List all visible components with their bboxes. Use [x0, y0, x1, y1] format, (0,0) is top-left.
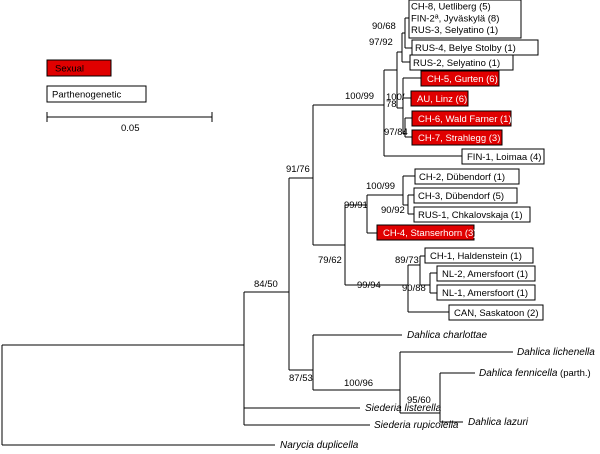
- taxon-ch6: CH-6, Wald Farner (1): [418, 114, 512, 125]
- legend-parth-label: Parthenogenetic: [52, 90, 121, 101]
- taxon-box-top-clade: [408, 0, 522, 39]
- taxon-ch1: CH-1, Haldenstein (1): [430, 251, 522, 262]
- taxon-rupicolella: Siederia rupicolella: [374, 420, 459, 431]
- scale-bar-label: 0.05: [121, 123, 140, 134]
- support-99-91: 99/91: [344, 200, 368, 211]
- taxon-box-ch1: [424, 247, 534, 264]
- support-91-76: 91/76: [286, 164, 310, 175]
- taxon-top-line-3: RUS-3, Selyatino (1): [411, 25, 498, 36]
- support-79-62: 79/62: [318, 255, 342, 266]
- taxon-box-ch4: [376, 224, 475, 241]
- taxon-box-au: [410, 90, 469, 107]
- legend-sexual-label: Sexual: [55, 64, 84, 75]
- taxon-listerella: Siederia listerella: [365, 403, 442, 414]
- support-97-92: 97/92: [369, 37, 393, 48]
- taxon-can: CAN, Saskatoon (2): [454, 308, 538, 319]
- taxon-rus1: RUS-1, Chkalovskaja (1): [418, 210, 523, 221]
- support-100-slash: 100/: [386, 92, 405, 103]
- support-99-94: 99/94: [357, 280, 381, 291]
- support-97-84: 97/84: [384, 127, 408, 138]
- tree-branches: [1, 17, 513, 446]
- support-100-96: 100/96: [344, 378, 373, 389]
- taxon-fennicella: Dahlica fennicella (parth.): [479, 368, 591, 379]
- taxon-box-ch6: [411, 110, 512, 127]
- legend-parth-swatch: [46, 85, 147, 103]
- support-78: 78: [386, 99, 397, 110]
- taxon-nl1: NL-1, Amersfoort (1): [442, 288, 528, 299]
- support-89-73: 89/73: [395, 255, 419, 266]
- support-90-68: 90/68: [372, 21, 396, 32]
- taxon-charlottae: Dahlica charlottae: [407, 330, 487, 341]
- taxon-duplicella: Narycia duplicella: [280, 440, 359, 451]
- taxon-lichenella: Dahlica lichenella: [517, 347, 595, 358]
- taxon-box-ch3: [413, 187, 518, 204]
- taxon-box-nl1: [436, 284, 536, 301]
- taxon-box-rus2: [409, 54, 514, 71]
- support-values: 90/68 97/92 100/99 100/ 78 97/84 91/76 1…: [254, 21, 431, 406]
- taxon-nl2: NL-2, Amersfoort (1): [442, 269, 528, 280]
- taxon-box-nl2: [436, 265, 536, 282]
- taxon-box-ch5: [420, 70, 500, 87]
- taxon-box-fin1: [461, 148, 545, 165]
- taxon-rus2: RUS-2, Selyatino (1): [413, 58, 500, 69]
- support-87-53: 87/53: [289, 373, 313, 384]
- taxon-ch7: CH-7, Strahlegg (3): [418, 133, 500, 144]
- support-84-50: 84/50: [254, 279, 278, 290]
- taxon-box-ch2: [414, 168, 520, 185]
- taxon-ch3: CH-3, Dübendorf (5): [418, 191, 504, 202]
- taxon-rus4: RUS-4, Belye Stolby (1): [415, 43, 516, 54]
- support-95-60: 95/60: [407, 395, 431, 406]
- taxon-ch2: CH-2, Dübendorf (1): [419, 172, 505, 183]
- taxon-ch5: CH-5, Gurten (6): [427, 74, 498, 85]
- support-90-88: 90/88: [402, 283, 426, 294]
- taxon-au: AU, Linz (6): [417, 94, 467, 105]
- taxon-ch4: CH-4, Stanserhorn (3): [383, 228, 476, 239]
- taxon-box-rus1: [413, 206, 531, 223]
- taxon-top-line-2: FIN-2a, Jyväskylä (8): [411, 14, 499, 25]
- taxon-box-ch7: [411, 129, 503, 146]
- taxon-lazuri: Dahlica lazuri: [468, 417, 529, 428]
- taxon-fin1: FIN-1, Loimaa (4): [467, 152, 541, 163]
- taxon-top-line-1: CH-8, Uetliberg (5): [411, 2, 491, 13]
- taxon-box-can: [448, 304, 544, 321]
- support-100-99-a: 100/99: [345, 91, 374, 102]
- support-100-99-b: 100/99: [366, 181, 395, 192]
- legend-sexual-swatch: [46, 59, 112, 77]
- support-90-92: 90/92: [381, 205, 405, 216]
